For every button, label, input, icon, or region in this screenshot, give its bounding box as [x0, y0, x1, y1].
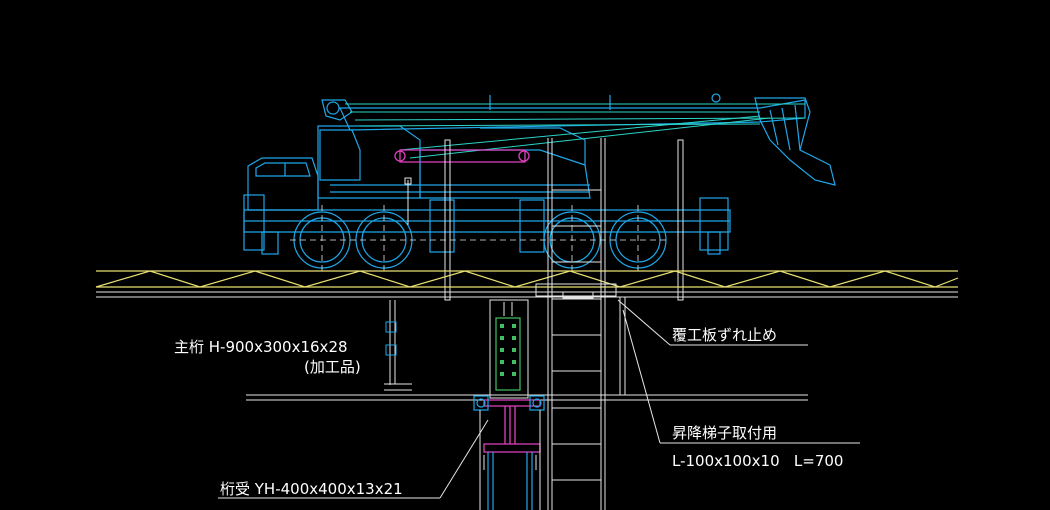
crane-cab — [247, 157, 319, 211]
access-ladder — [547, 138, 628, 510]
label-main-girder-note: (加工品) — [304, 358, 361, 376]
outrigger-posts — [404, 139, 684, 301]
support-column — [489, 299, 529, 399]
label-girder-support: 桁受 YH-400x400x13x21 — [220, 480, 403, 498]
web-clips — [385, 321, 397, 356]
label-ladder-bracket: 昇降梯子取付用 — [672, 424, 777, 442]
label-ladder-bracket-size: L-100x100x10 L=700 — [672, 452, 843, 470]
support-side-posts — [479, 410, 541, 510]
mobile-crane — [243, 93, 836, 269]
luffing-cylinder — [394, 149, 530, 163]
label-deck-slip-stopper: 覆工板ずれ止め — [672, 326, 777, 344]
crane-boom-head — [754, 97, 836, 186]
label-main-girder: 主桁 H-900x300x16x28 — [174, 338, 348, 356]
girder-support-yh — [483, 399, 541, 453]
support-piles — [473, 395, 545, 510]
main-girder — [96, 283, 958, 401]
boom-cables — [345, 103, 806, 159]
crane-cab-window — [255, 162, 311, 177]
splice-plate — [495, 317, 521, 391]
leader-lines — [218, 299, 860, 499]
deck-truss — [95, 270, 959, 288]
wheel-centerlines — [290, 205, 670, 272]
